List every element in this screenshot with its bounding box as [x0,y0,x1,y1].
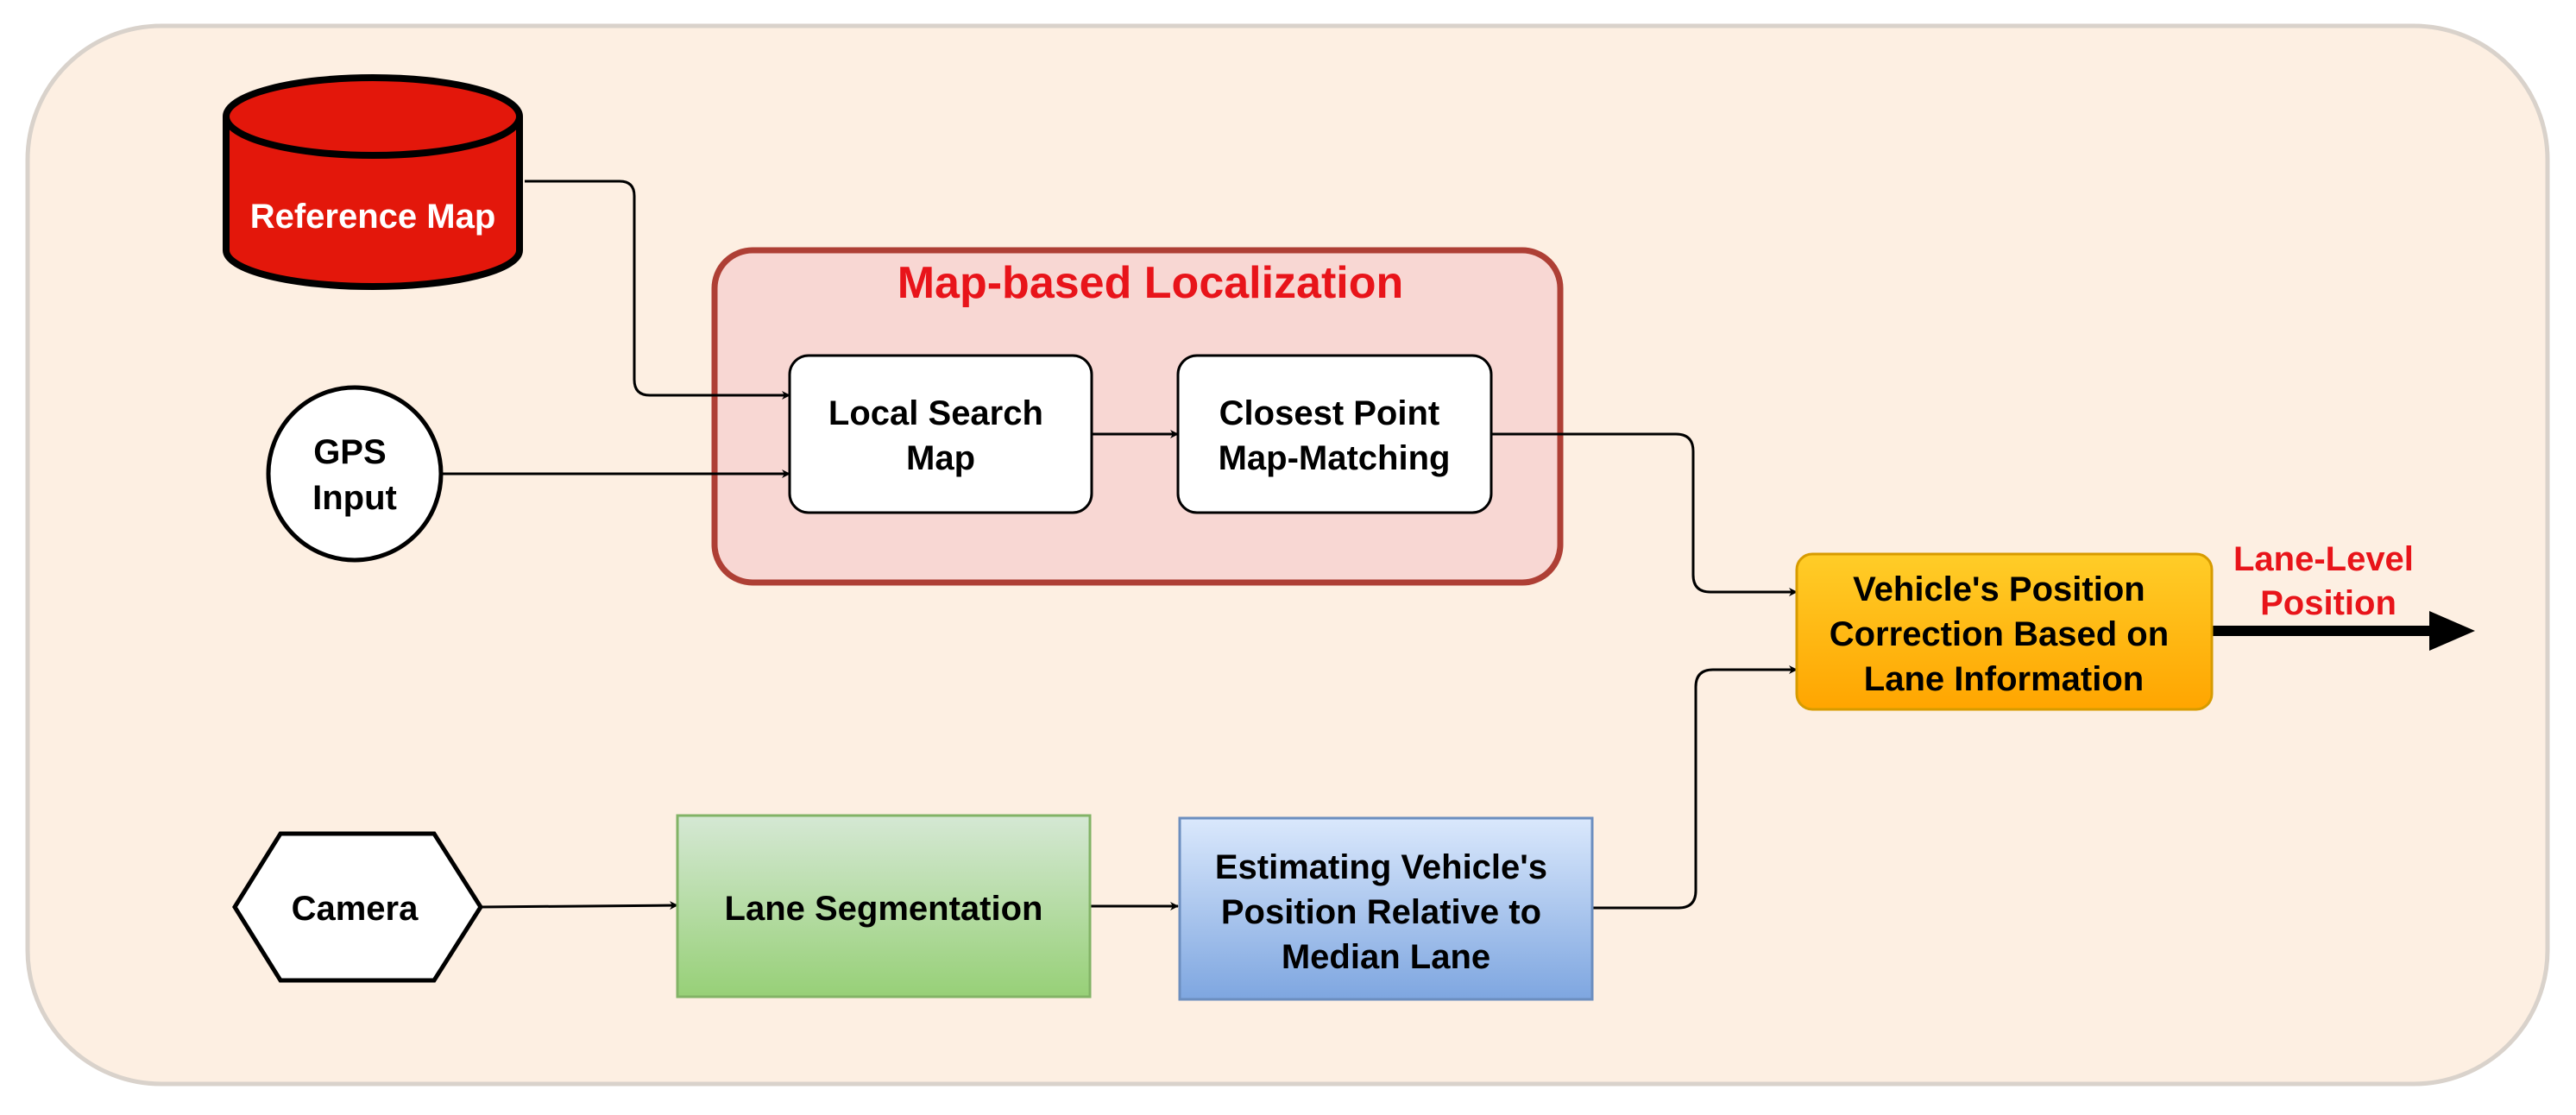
gps-input-circle [266,385,444,563]
output-arrowhead [2429,611,2475,651]
position-correction-label-line-3: Lane Information [1864,660,2144,698]
camera-node: Camera [232,831,483,983]
estimating-position-node: Estimating Vehicle's Position Relative t… [1178,816,1594,1001]
edge-estimating-to-correction [1592,665,1798,910]
closest-point-node: Closest Point Map-Matching [1176,354,1493,514]
local-search-map-label: Local Search Map [828,394,1053,477]
estimating-position-label-line-3: Median Lane [1282,938,1490,976]
lane-segmentation-box [676,814,1092,998]
group-title: Map-based Localization [898,258,1404,308]
estimating-position-box [1178,816,1594,1001]
estimating-position-label-line-1: Estimating Vehicle's [1215,848,1547,886]
gps-input-label-line-1: GPS [313,433,386,471]
gps-input-label: GPS Input [312,433,397,517]
reference-map-label: Reference Map [250,198,496,236]
output-label: Lane-Level Position [2233,540,2423,622]
lane-segmentation-node: Lane Segmentation [676,814,1092,998]
edge-reference-map-to-local-search [525,180,790,400]
local-search-map-label-line-2: Map [906,439,975,477]
local-search-map-box [788,354,1093,514]
lane-segmentation-label: Lane Segmentation [725,890,1043,928]
position-correction-label-line-1: Vehicle's Position [1853,570,2145,608]
closest-point-box [1176,354,1493,514]
edge-closest-point-to-correction [1491,432,1798,596]
reference-map-cylinder-body [223,117,523,290]
edge-camera-to-lane-segmentation [480,901,678,910]
position-correction-label-line-2: Correction Based on [1830,615,2169,653]
position-correction-node: Vehicle's Position Correction Based on L… [1795,552,2214,711]
closest-point-label-line-2: Map-Matching [1219,439,1451,477]
estimating-position-label-line-2: Position Relative to [1221,893,1541,931]
gps-input-label-line-2: Input [312,479,397,517]
camera-hexagon [232,831,483,983]
connectors [443,180,1798,910]
reference-map-node: Reference Map [223,74,523,290]
output-label-line-1: Lane-Level [2233,540,2414,578]
local-search-map-label-line-1: Local Search [828,394,1043,432]
estimating-position-label: Estimating Vehicle's Position Relative t… [1215,848,1557,976]
reference-map-cylinder-top [223,74,523,159]
camera-label: Camera [292,890,419,928]
output-label-line-2: Position [2260,584,2396,622]
gps-input-node: GPS Input [266,385,444,563]
position-correction-box [1795,552,2214,711]
closest-point-label-line-1: Closest Point [1219,394,1440,432]
local-search-map-node: Local Search Map [788,354,1093,514]
position-correction-label: Vehicle's Position Correction Based on L… [1830,570,2179,698]
closest-point-label: Closest Point Map-Matching [1219,394,1451,477]
